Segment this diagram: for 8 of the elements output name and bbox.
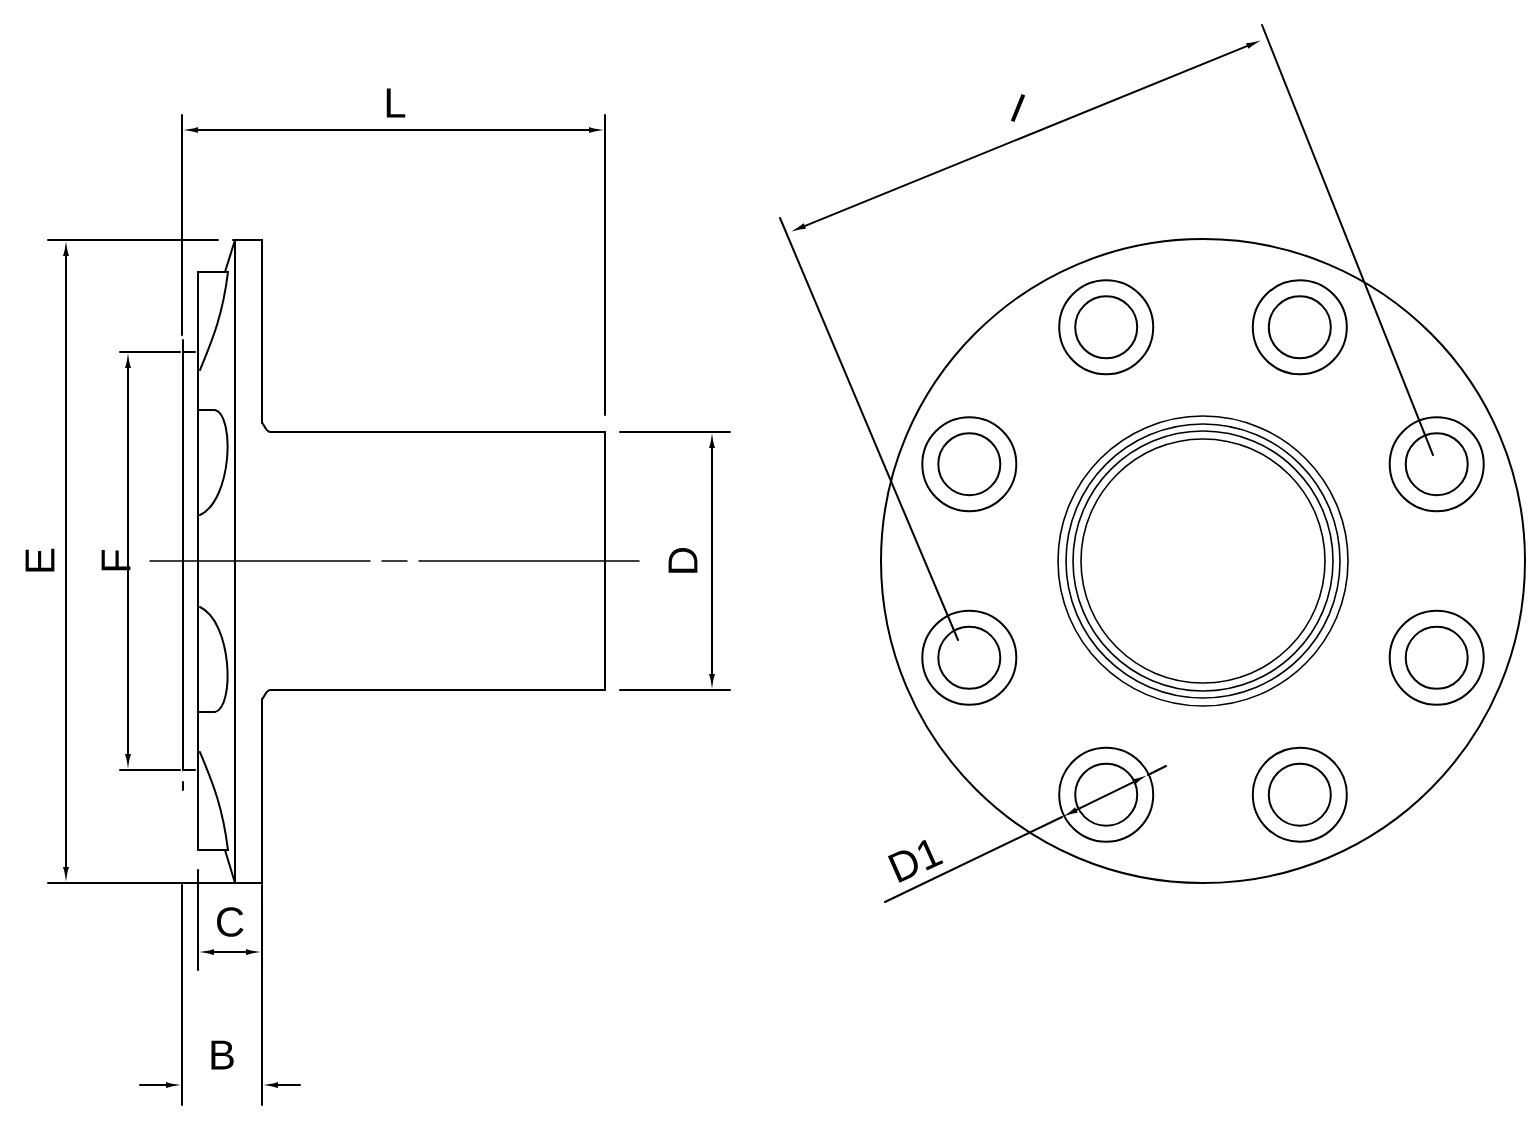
dimension-label: F bbox=[101, 549, 131, 571]
dimension-label: D1 bbox=[887, 839, 944, 883]
dimension-label: B bbox=[211, 1040, 234, 1070]
dimension-label: D bbox=[668, 547, 698, 573]
dimension-label: I bbox=[1010, 93, 1026, 123]
dimension-label: C bbox=[217, 907, 244, 937]
dimension-label: E bbox=[25, 548, 55, 572]
dimension-label: L bbox=[386, 88, 406, 118]
